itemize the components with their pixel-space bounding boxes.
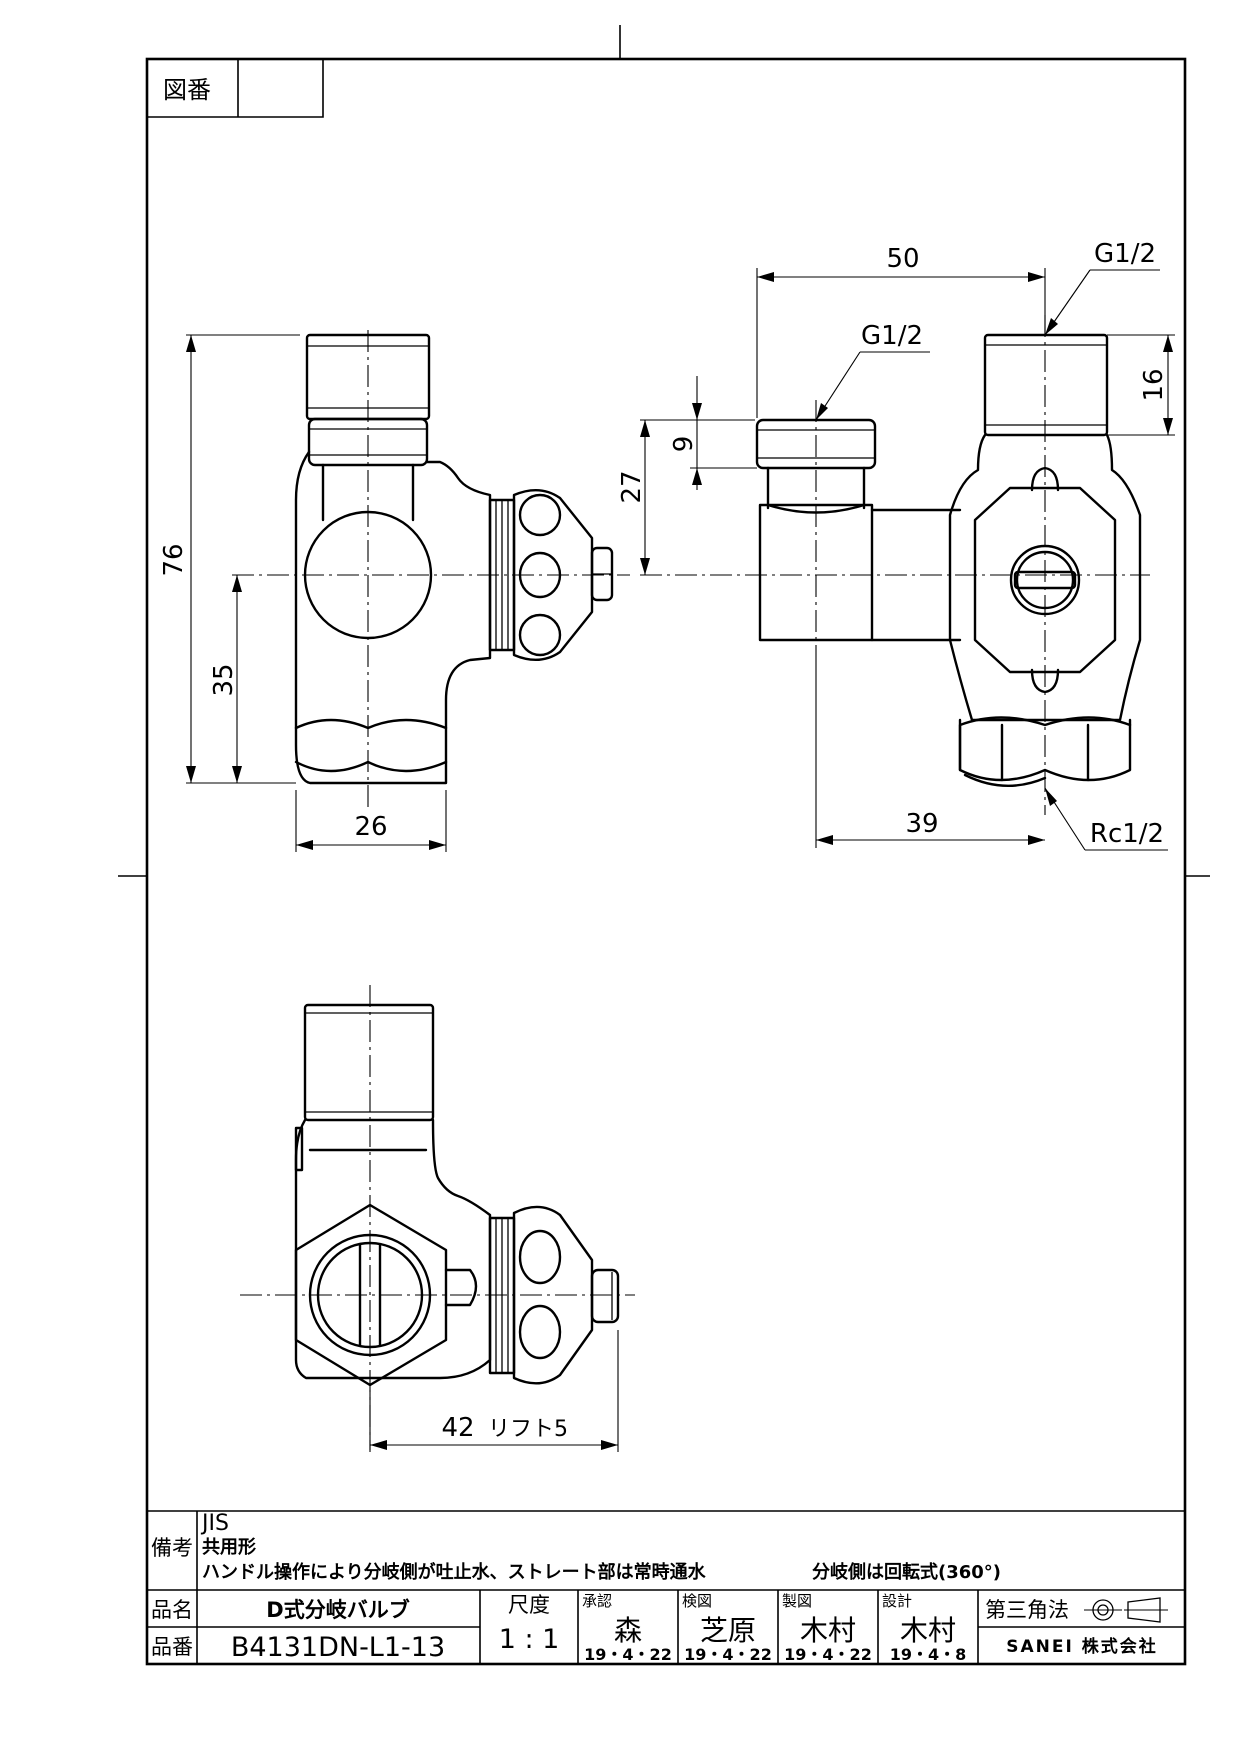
dim-27: 27 [617, 470, 647, 503]
approval-date-4: 19・4・8 [890, 1645, 967, 1664]
dim-42: 42 [441, 1413, 474, 1443]
approval-name-3: 木村 [800, 1614, 856, 1647]
approval-date-1: 19・4・22 [584, 1645, 672, 1664]
projection-label: 第三角法 [985, 1598, 1069, 1622]
side-view: 76 35 26 [159, 330, 630, 852]
part-label: 品番 [151, 1635, 193, 1659]
approval-date-2: 19・4・22 [684, 1645, 772, 1664]
bottom-view: 42 リフト5 [240, 985, 635, 1452]
approval-role-2: 検図 [682, 1592, 712, 1610]
remarks-block: 備考 JIS 共用形 ハンドル操作により分岐側が吐止水、ストレート部は常時通水 … [147, 1510, 1185, 1664]
remarks-line2: 共用形 [202, 1537, 256, 1558]
dim-16: 16 [1139, 368, 1169, 401]
sheet-frame [118, 25, 1210, 1666]
scale-value: 1 : 1 [499, 1624, 560, 1655]
dim-39: 39 [905, 809, 938, 839]
title-block: 品名 D式分岐バルブ 品番 B4131DN-L1-13 尺度 1 : 1 承認 … [147, 1589, 1185, 1664]
dim-9: 9 [669, 436, 699, 453]
dim-76: 76 [159, 543, 189, 576]
name-label: 品名 [151, 1598, 193, 1622]
dim-26: 26 [354, 812, 387, 842]
drawing-number-box: 図番 [147, 59, 324, 118]
remarks-line3: ハンドル操作により分岐側が吐止水、ストレート部は常時通水 [202, 1561, 707, 1583]
company-name: SANEI 株式会社 [1006, 1636, 1157, 1657]
third-angle-projection-icon [1084, 1597, 1168, 1623]
thread-rc: Rc1/2 [1090, 819, 1164, 849]
remarks-line4: 分岐側は回転式(360°) [812, 1561, 1001, 1583]
front-view: 50 G1/2 G1/2 27 9 16 39 [617, 239, 1175, 851]
remarks-line1: JIS [200, 1511, 229, 1536]
approval-date-3: 19・4・22 [784, 1645, 872, 1664]
name-value: D式分岐バルブ [266, 1598, 409, 1622]
approval-role-4: 設計 [882, 1592, 912, 1610]
drawing-number-label: 図番 [163, 76, 211, 104]
lift-label: リフト5 [488, 1417, 568, 1442]
approval-name-4: 木村 [900, 1614, 956, 1647]
dim-35: 35 [209, 663, 239, 696]
approval-role-1: 承認 [582, 1592, 612, 1610]
scale-label: 尺度 [508, 1593, 550, 1617]
approval-name-2: 芝原 [700, 1614, 756, 1647]
approval-role-3: 製図 [782, 1592, 812, 1610]
remarks-label: 備考 [151, 1536, 193, 1560]
approval-name-1: 森 [614, 1614, 642, 1647]
dim-50: 50 [886, 244, 919, 274]
thread-g-left: G1/2 [861, 321, 923, 351]
thread-g-right: G1/2 [1094, 239, 1156, 269]
part-value: B4131DN-L1-13 [231, 1632, 445, 1663]
